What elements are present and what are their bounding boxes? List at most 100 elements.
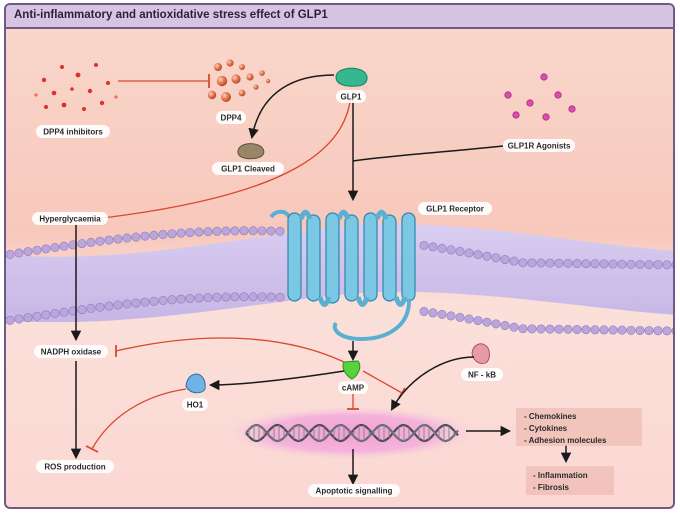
- glp1r-agonists-label: GLP1R Agonists: [503, 139, 575, 152]
- output-item: - Chemokines: [524, 412, 577, 421]
- phospholipid-head: [608, 259, 618, 269]
- phospholipid-head: [500, 255, 510, 265]
- phospholipid-head: [473, 250, 483, 260]
- phospholipid-head: [527, 324, 537, 334]
- phospholipid-head: [140, 297, 150, 307]
- phospholipid-head: [518, 258, 528, 268]
- phospholipid-head: [473, 316, 483, 326]
- glp1-molecule: [335, 67, 368, 87]
- phospholipid-head: [257, 292, 267, 302]
- phospholipid-head: [239, 226, 249, 236]
- phospholipid-head: [509, 322, 519, 332]
- phospholipid-head: [14, 314, 24, 324]
- phospholipid-head: [68, 306, 78, 316]
- phospholipid-head: [50, 243, 60, 253]
- phospholipid-head: [545, 324, 555, 334]
- phospholipid-head: [617, 259, 627, 269]
- phospholipid-head: [50, 309, 60, 319]
- phospholipid-head: [149, 230, 159, 240]
- nfkb-molecule: [471, 343, 490, 365]
- phospholipid-head: [194, 227, 204, 237]
- svg-text:DPP4: DPP4: [221, 114, 242, 123]
- phospholipid-head: [185, 294, 195, 304]
- phospholipid-head: [590, 325, 600, 335]
- phospholipid-head: [113, 300, 123, 310]
- camp-molecule: [342, 360, 361, 380]
- phospholipid-head: [536, 324, 546, 334]
- phospholipid-head: [122, 299, 132, 309]
- phospholipid-head: [419, 306, 429, 316]
- svg-text:NADPH oxidase: NADPH oxidase: [41, 348, 102, 357]
- phospholipid-head: [653, 326, 663, 336]
- phospholipid-head: [644, 260, 654, 270]
- phospholipid-head: [77, 239, 87, 249]
- phospholipid-head: [95, 302, 105, 312]
- pathway-connectors: [70, 74, 572, 486]
- apoptotic-signalling-label: Apoptotic signalling: [308, 484, 400, 497]
- phospholipid-head: [446, 311, 456, 321]
- phospholipid-head: [221, 292, 231, 302]
- phospholipid-head: [644, 326, 654, 336]
- phospholipid-head: [14, 248, 24, 258]
- dpp4-label: DPP4: [216, 111, 246, 124]
- svg-text:GLP1 Cleaved: GLP1 Cleaved: [221, 165, 275, 174]
- phospholipid-head: [167, 229, 177, 239]
- svg-text:NF - kB: NF - kB: [468, 371, 496, 380]
- output-item: - Inflammation: [533, 471, 588, 480]
- phospholipid-head: [212, 226, 222, 236]
- svg-text:GLP1R Agonists: GLP1R Agonists: [508, 142, 571, 151]
- phospholipid-head: [23, 247, 33, 257]
- title-bar: Anti-inflammatory and antioxidative stre…: [6, 5, 673, 29]
- phospholipid-head: [536, 258, 546, 268]
- phospholipid-head: [77, 305, 87, 315]
- phospholipid-head: [149, 296, 159, 306]
- phospholipid-head: [68, 240, 78, 250]
- phospholipid-head: [500, 321, 510, 331]
- svg-text:Hyperglycaemia: Hyperglycaemia: [39, 215, 101, 224]
- phospholipid-head: [446, 245, 456, 255]
- nfkb-label: NF - kB: [461, 368, 503, 381]
- phospholipid-head: [23, 313, 33, 323]
- svg-text:GLP1: GLP1: [341, 93, 362, 102]
- phospholipid-head: [491, 253, 501, 263]
- phospholipid-head: [482, 317, 492, 327]
- phospholipid-head: [140, 231, 150, 241]
- svg-text:DPP4 inhibitors: DPP4 inhibitors: [43, 128, 103, 137]
- phospholipid-head: [6, 249, 15, 259]
- output-box-primary: - Chemokines - Cytokines - Adhesion mole…: [516, 408, 642, 446]
- phospholipid-head: [545, 258, 555, 268]
- phospholipid-head: [59, 241, 69, 251]
- phospholipid-head: [104, 235, 114, 245]
- svg-text:HO1: HO1: [187, 401, 204, 410]
- phospholipid-head: [563, 324, 573, 334]
- glp1-cleaved-label: GLP1 Cleaved: [212, 162, 284, 175]
- phospholipid-head: [635, 259, 645, 269]
- phospholipid-head: [176, 228, 186, 238]
- hyperglycaemia-label: Hyperglycaemia: [32, 212, 108, 225]
- phospholipid-head: [167, 295, 177, 305]
- phospholipid-head: [419, 240, 429, 250]
- phospholipid-head: [590, 259, 600, 269]
- phospholipid-head: [59, 307, 69, 317]
- phospholipid-head: [230, 292, 240, 302]
- phospholipid-head: [158, 229, 168, 239]
- phospholipid-head: [671, 327, 673, 335]
- phospholipid-head: [626, 325, 636, 335]
- phospholipid-head: [203, 293, 213, 303]
- phospholipid-head: [437, 309, 447, 319]
- phospholipid-head: [464, 314, 474, 324]
- output-item: - Fibrosis: [533, 483, 570, 492]
- phospholipid-head: [194, 293, 204, 303]
- phospholipid-head: [275, 292, 285, 302]
- phospholipid-head: [671, 261, 673, 269]
- phospholipid-head: [563, 258, 573, 268]
- phospholipid-head: [455, 312, 465, 322]
- phospholipid-head: [131, 298, 141, 308]
- phospholipid-head: [257, 226, 267, 236]
- glp1r-agonist-molecules: [504, 73, 576, 121]
- phospholipid-head: [428, 308, 438, 318]
- phospholipid-head: [113, 234, 123, 244]
- phospholipid-head: [104, 301, 114, 311]
- ho1-molecule: [185, 373, 206, 394]
- phospholipid-head: [122, 233, 132, 243]
